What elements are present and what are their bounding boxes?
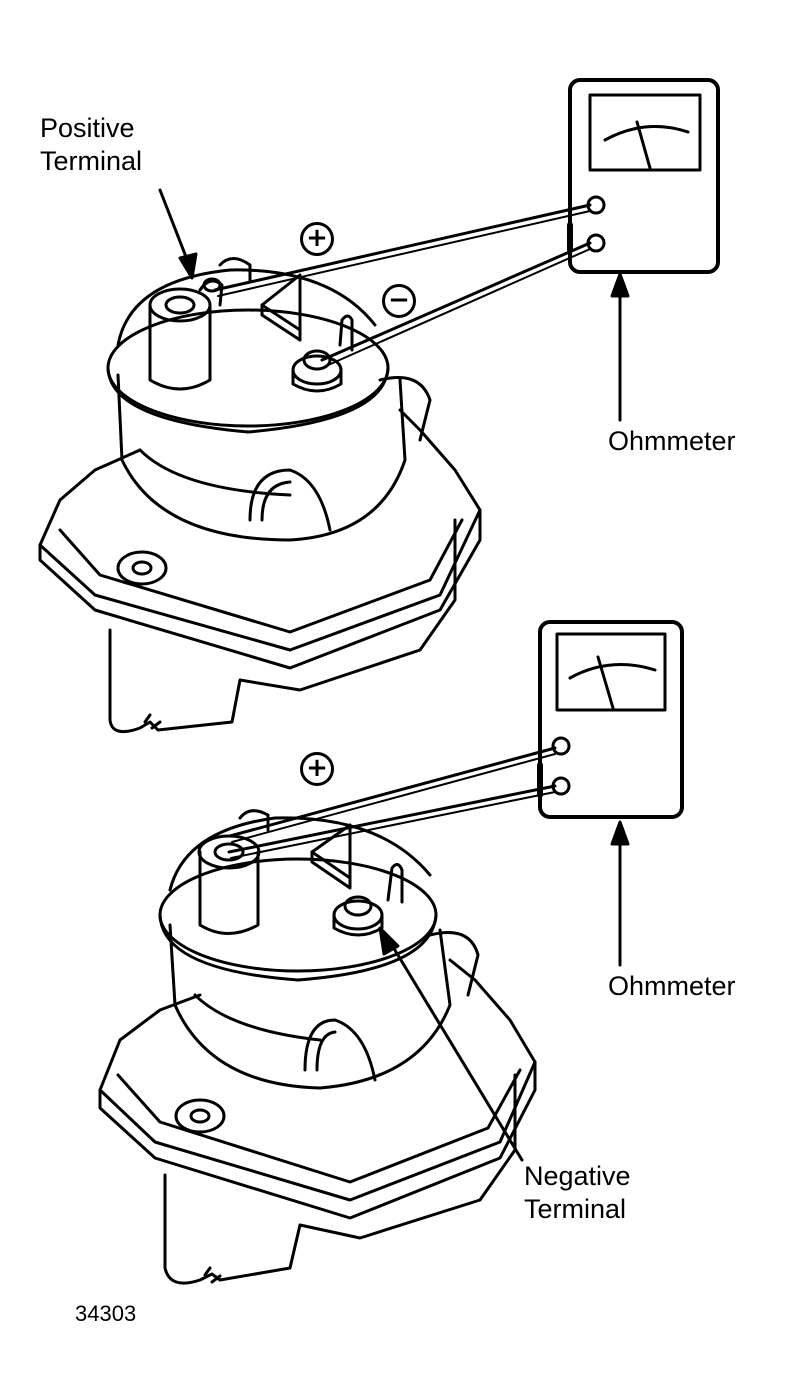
bottom-mount-hole: [174, 1098, 226, 1134]
negative-terminal-label: Negative Terminal: [524, 1161, 631, 1224]
top-ohmmeter-jack-positive: [586, 195, 606, 215]
ohmmeter-label-bottom: Ohmmeter: [608, 971, 736, 1001]
plus-symbol-bottom: +: [300, 752, 334, 786]
top-ohmmeter-jack-negative: [586, 233, 606, 253]
bottom-ohmmeter: [537, 620, 684, 819]
figure-number: 34303: [75, 1301, 137, 1326]
top-ignition-module: [38, 203, 592, 734]
top-positive-stud: [202, 277, 222, 293]
ohmmeter-label-top: Ohmmeter: [608, 426, 736, 456]
bottom-lead-a: [228, 746, 557, 838]
positive-terminal-label: Positive Terminal: [40, 113, 143, 176]
minus-symbol-top: −: [382, 284, 416, 318]
bottom-ohmmeter-jack-2: [551, 776, 571, 796]
negative-terminal-arrow: [388, 940, 524, 1162]
plus-symbol-top: +: [300, 222, 334, 256]
positive-terminal-arrow: [158, 188, 190, 264]
arrows: [158, 188, 630, 1162]
top-mount-hole: [116, 550, 168, 586]
bottom-ignition-module: [98, 746, 557, 1285]
top-negative-lead: [320, 241, 592, 362]
bottom-lead-b: [227, 784, 557, 854]
top-positive-lead: [213, 203, 592, 292]
top-ohmmeter: [567, 78, 720, 274]
bottom-ohmmeter-jack-1: [551, 736, 571, 756]
